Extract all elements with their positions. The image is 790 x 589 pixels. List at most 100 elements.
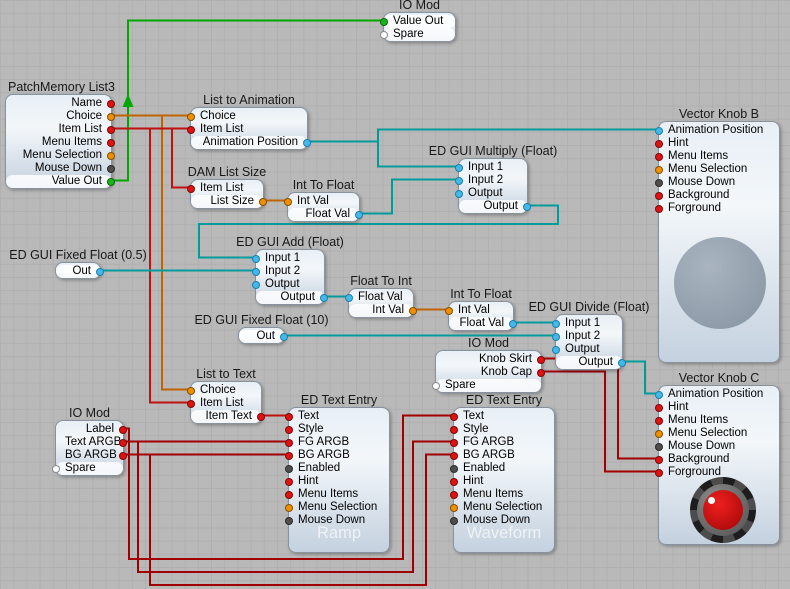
port-green-dot-icon[interactable] — [107, 177, 115, 186]
port-red-dot-icon[interactable] — [655, 403, 663, 412]
port-red-dot-icon[interactable] — [107, 125, 115, 134]
port-text[interactable]: Text — [450, 410, 554, 423]
port-choice[interactable]: Choice — [187, 110, 307, 123]
wire-text-argb-waveform[interactable] — [137, 440, 453, 573]
wire-float-val-multiply[interactable] — [360, 178, 458, 215]
port-red-dot-icon[interactable] — [655, 152, 663, 161]
port-spare[interactable]: Spare — [432, 379, 541, 392]
port-output[interactable]: Output — [256, 291, 328, 304]
port-gray-dot-icon[interactable] — [655, 178, 663, 187]
port-red-dot-icon[interactable] — [450, 477, 458, 486]
port-menu-items[interactable]: Menu Items — [450, 488, 554, 501]
wire-bg-argb-waveform[interactable] — [149, 453, 453, 586]
port-red-dot-icon[interactable] — [119, 438, 127, 447]
port-red-dot-icon[interactable] — [655, 191, 663, 200]
port-float-val[interactable]: Float Val — [449, 317, 517, 330]
port-value-out[interactable]: Value Out — [6, 175, 115, 188]
port-orange-dot-icon[interactable] — [107, 151, 115, 160]
port-item-list[interactable]: Item List — [187, 397, 261, 410]
port-blue-dot-icon[interactable] — [523, 202, 531, 211]
port-choice[interactable]: Choice — [6, 110, 115, 123]
port-output[interactable]: Output — [252, 278, 324, 291]
port-spare[interactable]: Spare — [380, 28, 455, 41]
port-red-dot-icon[interactable] — [655, 416, 663, 425]
knob-b-dial[interactable] — [674, 237, 766, 329]
port-red-dot-icon[interactable] — [107, 138, 115, 147]
port-orange-dot-icon[interactable] — [409, 306, 417, 315]
port-knob-cap[interactable]: Knob Cap — [436, 366, 545, 379]
wire-multiply-to-add[interactable] — [198, 204, 559, 259]
port-menu-selection[interactable]: Menu Selection — [655, 163, 779, 176]
wire-item-list-2[interactable] — [171, 128, 190, 189]
wire-item-list-3[interactable] — [149, 128, 190, 404]
port-text-argb[interactable]: Text ARGB — [56, 436, 127, 449]
port-blue-dot-icon[interactable] — [280, 332, 288, 341]
port-red-dot-icon[interactable] — [655, 204, 663, 213]
port-red-dot-icon[interactable] — [285, 490, 293, 499]
port-animation-position[interactable]: Animation Position — [655, 124, 779, 137]
port-red-dot-icon[interactable] — [655, 455, 663, 464]
port-red-dot-icon[interactable] — [187, 399, 195, 408]
port-red-dot-icon[interactable] — [257, 412, 265, 421]
port-red-dot-icon[interactable] — [450, 451, 458, 460]
port-orange-dot-icon[interactable] — [655, 165, 663, 174]
port-input-1[interactable]: Input 1 — [252, 252, 324, 265]
port-animation-position[interactable]: Animation Position — [191, 136, 311, 149]
port-background[interactable]: Background — [655, 453, 779, 466]
port-item-list[interactable]: Item List — [187, 123, 307, 136]
port-red-dot-icon[interactable] — [285, 438, 293, 447]
port-item-list[interactable]: Item List — [187, 182, 263, 195]
port-out[interactable]: Out — [56, 265, 104, 278]
port-mouse-down[interactable]: Mouse Down — [655, 440, 779, 453]
port-gray-dot-icon[interactable] — [450, 464, 458, 473]
port-white-dot-icon[interactable] — [52, 464, 60, 473]
port-output[interactable]: Output — [459, 200, 531, 213]
port-orange-dot-icon[interactable] — [187, 112, 195, 121]
port-red-dot-icon[interactable] — [450, 438, 458, 447]
port-menu-items[interactable]: Menu Items — [285, 488, 389, 501]
port-red-dot-icon[interactable] — [285, 425, 293, 434]
port-value-out[interactable]: Value Out — [380, 15, 455, 28]
port-fg-argb[interactable]: FG ARGB — [450, 436, 554, 449]
port-hint[interactable]: Hint — [285, 475, 389, 488]
port-menu-selection[interactable]: Menu Selection — [285, 501, 389, 514]
port-bg-argb[interactable]: BG ARGB — [56, 449, 127, 462]
port-blue-dot-icon[interactable] — [455, 189, 463, 198]
port-mouse-down[interactable]: Mouse Down — [285, 514, 389, 527]
port-red-dot-icon[interactable] — [537, 368, 545, 377]
port-style[interactable]: Style — [285, 423, 389, 436]
port-out[interactable]: Out — [239, 330, 288, 343]
port-orange-dot-icon[interactable] — [450, 503, 458, 512]
port-output[interactable]: Output — [556, 356, 626, 369]
port-bg-argb[interactable]: BG ARGB — [285, 449, 389, 462]
port-red-dot-icon[interactable] — [107, 99, 115, 108]
port-hint[interactable]: Hint — [655, 401, 779, 414]
port-animation-position[interactable]: Animation Position — [655, 388, 779, 401]
port-orange-dot-icon[interactable] — [187, 386, 195, 395]
node-ed-gui-fixed-float-10[interactable]: ED GUI Fixed Float (10) Out — [194, 313, 329, 344]
port-mouse-down[interactable]: Mouse Down — [6, 162, 115, 175]
port-blue-dot-icon[interactable] — [303, 138, 311, 147]
port-menu-items[interactable]: Menu Items — [655, 414, 779, 427]
port-blue-dot-icon[interactable] — [552, 345, 560, 354]
port-name[interactable]: Name — [6, 97, 115, 110]
wire-divide-to-knob-c[interactable] — [623, 360, 658, 395]
port-menu-items[interactable]: Menu Items — [6, 136, 115, 149]
port-bg-argb[interactable]: BG ARGB — [450, 449, 554, 462]
port-int-val[interactable]: Int Val — [349, 304, 417, 317]
port-blue-dot-icon[interactable] — [252, 280, 260, 289]
port-orange-dot-icon[interactable] — [445, 306, 453, 315]
port-red-dot-icon[interactable] — [655, 468, 663, 477]
port-blue-dot-icon[interactable] — [455, 163, 463, 172]
port-blue-dot-icon[interactable] — [552, 332, 560, 341]
